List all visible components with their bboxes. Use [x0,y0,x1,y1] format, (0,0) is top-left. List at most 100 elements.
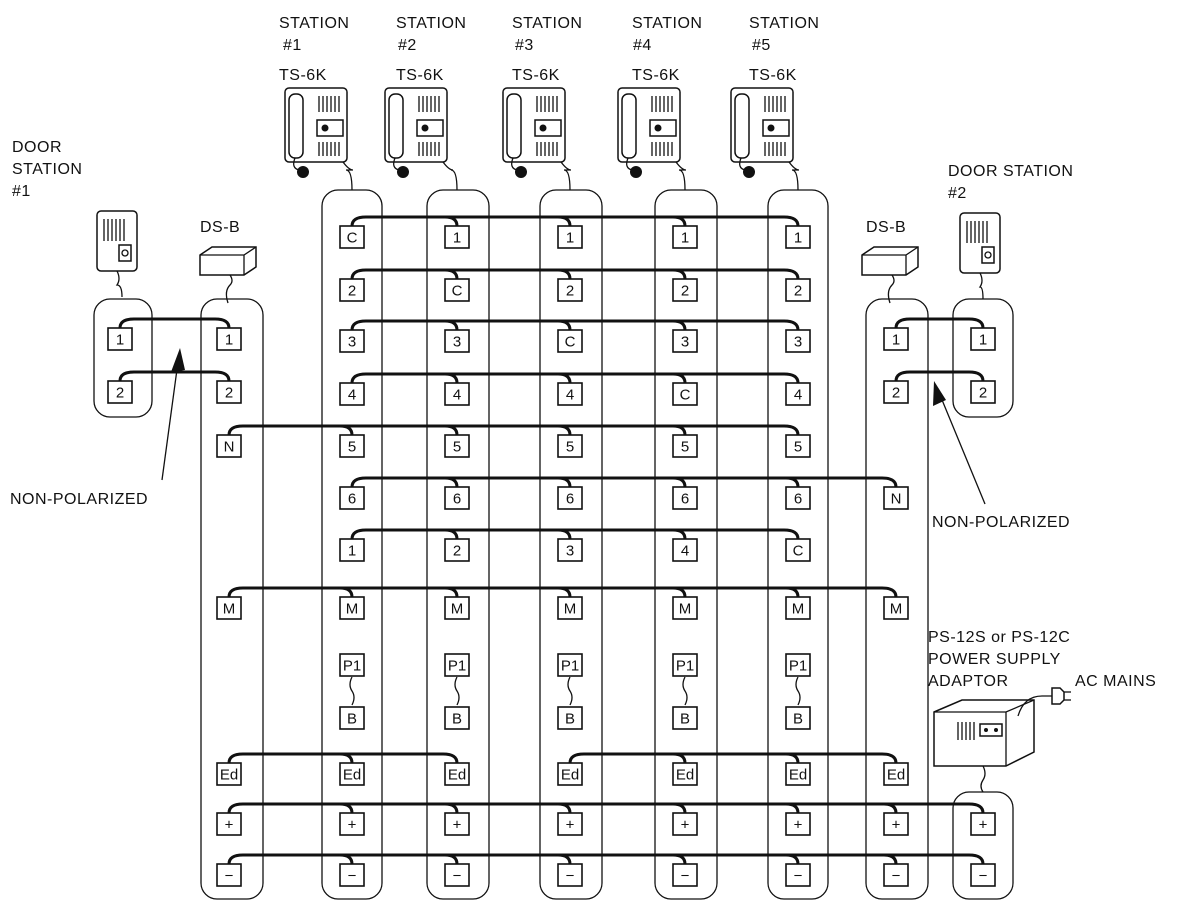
svg-text:1: 1 [681,230,689,247]
terminal-station-1-11: Ed [339,762,365,786]
wire-line-m-tap [556,586,572,599]
terminal-dsb-right-3: N [883,486,909,510]
svg-text:P1: P1 [448,658,466,675]
terminal-station-2-12: + [444,812,470,836]
ts-6k-station-2-icon [384,87,458,191]
svg-text:Ed: Ed [887,767,905,784]
svg-text:1: 1 [225,332,233,349]
wire-line-m-tap [671,586,687,599]
ac-plug-icon [1051,687,1065,705]
svg-text:2: 2 [348,283,356,300]
wire-line-6-tap [556,476,572,489]
svg-text:#3: #3 [515,37,534,54]
wire-line-6 [350,476,898,489]
terminal-station-5-7: C [785,538,811,562]
wire-line-6-tap [784,476,800,489]
terminal-station-1-8: M [339,596,365,620]
svg-text:#4: #4 [633,37,652,54]
svg-text:M: M [346,601,359,618]
terminal-station-3-3: C [557,329,583,353]
terminal-strip-dsb-left [200,298,264,900]
svg-text:+: + [453,817,462,834]
wire-line-m-tap [338,586,354,599]
terminal-station-3-11: Ed [557,762,583,786]
terminal-station-1-4: 4 [339,382,365,406]
svg-text:1: 1 [794,230,802,247]
terminal-station-3-9: P1 [557,653,583,677]
svg-text:−: − [979,868,988,885]
terminal-station-5-3: 3 [785,329,811,353]
wire-line-plus-tap [882,802,898,815]
terminal-station-1-1: C [339,225,365,249]
terminal-station-5-5: 5 [785,434,811,458]
wire-line-6-tap [443,476,459,489]
svg-text:5: 5 [453,439,461,456]
svg-text:+: + [794,817,803,834]
svg-text:4: 4 [566,387,574,404]
svg-text:STATION: STATION [512,15,582,32]
svg-text:2: 2 [453,543,461,560]
terminal-strip-door1 [93,298,153,418]
wire-line-own-tap [443,528,459,541]
wire-line-minus [227,853,985,866]
svg-text:−: − [453,868,462,885]
terminal-station-3-1: 1 [557,225,583,249]
wire-line-2-tap [443,268,459,281]
svg-text:+: + [979,817,988,834]
terminal-dsb-left-4: M [216,596,242,620]
terminal-station-2-1: 1 [444,225,470,249]
svg-text:TS-6K: TS-6K [749,67,797,84]
wire-line-m-tap [784,586,800,599]
wiring-lines [118,215,986,866]
svg-text:STATION: STATION [12,161,82,178]
wire-line-5-tap [443,424,459,437]
terminal-strip-dsb-right [865,298,929,900]
wire-line-1-tap [443,215,459,228]
terminal-station-4-9: P1 [672,653,698,677]
svg-text:1: 1 [453,230,461,247]
terminal-station-2-13: − [444,863,470,887]
svg-text:M: M [679,601,692,618]
wire-door1-line2 [118,370,231,383]
svg-text:ADAPTOR: ADAPTOR [928,673,1009,690]
svg-text:TS-6K: TS-6K [279,67,327,84]
svg-text:N: N [224,439,235,456]
terminal-station-5-4: 4 [785,382,811,406]
svg-text:N: N [891,491,902,508]
terminal-door2-1: 1 [970,327,996,351]
terminal-station-5-9: P1 [785,653,811,677]
svg-text:#2: #2 [398,37,417,54]
svg-text:+: + [892,817,901,834]
svg-text:2: 2 [979,385,987,402]
svg-text:+: + [566,817,575,834]
terminal-station-1-7: 1 [339,538,365,562]
terminal-station-3-10: B [557,706,583,730]
svg-text:3: 3 [348,334,356,351]
wire-line-4-tap [556,372,572,385]
svg-text:+: + [348,817,357,834]
wire-line-plus-tap [443,802,459,815]
svg-text:POWER SUPPLY: POWER SUPPLY [928,651,1061,668]
svg-text:M: M [451,601,464,618]
wire-line-minus-tap [443,853,459,866]
ts-6k-station-1-icon [284,87,354,191]
door-station-2-label: DOOR STATION #2 [948,163,1073,202]
svg-text:+: + [681,817,690,834]
svg-text:M: M [223,601,236,618]
svg-text:6: 6 [566,491,574,508]
terminal-station-1-6: 6 [339,486,365,510]
door-station-1-icon [96,210,138,298]
terminal-dsb-right-1: 1 [883,327,909,351]
svg-text:3: 3 [681,334,689,351]
wire-line-3-tap [671,319,687,332]
terminal-station-4-1: 1 [672,225,698,249]
station-4-label: STATION #4 TS-6K [632,15,702,84]
svg-text:Ed: Ed [448,767,466,784]
svg-text:4: 4 [453,387,461,404]
terminal-station-3-4: 4 [557,382,583,406]
terminal-station-4-3: 3 [672,329,698,353]
terminal-door1-2: 2 [107,380,133,404]
devices [96,87,1071,793]
station-5-label: STATION #5 TS-6K [749,15,819,84]
